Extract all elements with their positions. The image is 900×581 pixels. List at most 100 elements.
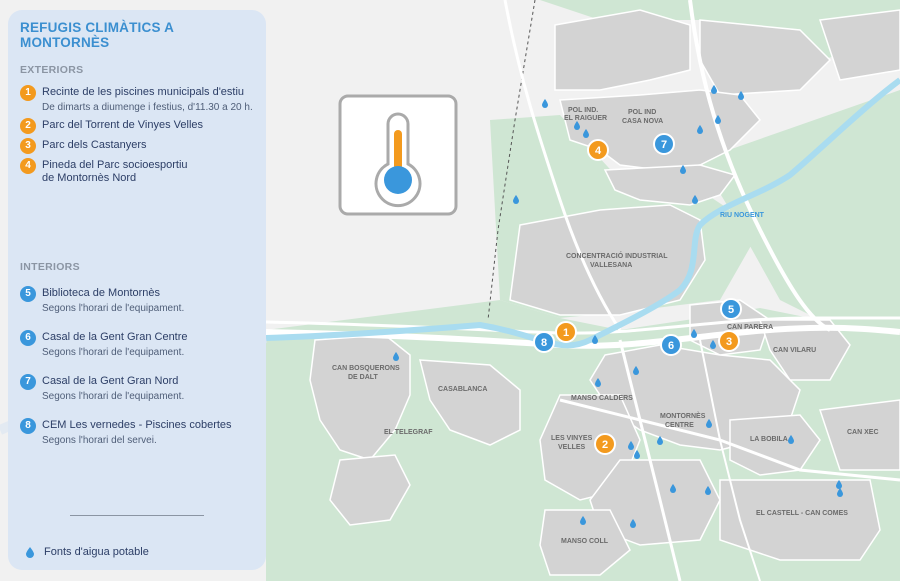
legend-item-interior-8: 8 CEM Les vernedes - Piscines cobertes S…: [20, 418, 254, 447]
legend-item-exterior-4: 4 Pineda del Parc socioesportiu de Monto…: [20, 158, 254, 185]
svg-text:CASA NOVA: CASA NOVA: [622, 118, 663, 125]
water-drop-icon: [542, 99, 548, 108]
water-fountains: [393, 85, 843, 528]
svg-text:LA BOBILA: LA BOBILA: [750, 436, 788, 443]
water-drop-icon: [788, 435, 794, 444]
water-drop-icon: [628, 441, 634, 450]
legend-item-interior-6: 6 Casal de la Gent Gran Centre Segons l'…: [20, 330, 254, 359]
svg-text:MANSO CALDERS: MANSO CALDERS: [571, 395, 633, 402]
refuge-marker-8[interactable]: 8: [533, 331, 555, 353]
svg-text:LES VINYES: LES VINYES: [551, 435, 593, 442]
legend-item-exterior-1: 1 Recinte de les piscines municipals d'e…: [20, 85, 254, 114]
water-drop-icon: [706, 419, 712, 428]
svg-text:POL IND: POL IND: [628, 109, 656, 116]
refuge-marker-6[interactable]: 6: [660, 334, 682, 356]
svg-text:CENTRE: CENTRE: [665, 422, 694, 429]
water-drop-icon: [710, 340, 716, 349]
water-drop-icon: [680, 165, 686, 174]
item-title: Recinte de les piscines municipals d'est…: [42, 86, 245, 98]
refuge-marker-number: 3: [726, 336, 732, 348]
water-drop-icon: [513, 195, 519, 204]
water-drop-icon: [836, 480, 842, 489]
water-drop-icon: [711, 85, 717, 94]
item-title-line2: de Montornès Nord: [42, 172, 137, 184]
item-title: Biblioteca de Montornès: [42, 287, 161, 299]
svg-text:MANSO COLL: MANSO COLL: [561, 538, 609, 545]
refuge-marker-number: 1: [563, 327, 569, 339]
water-drop-icon: [592, 335, 598, 344]
refuge-marker-4[interactable]: 4: [587, 139, 609, 161]
svg-text:MONTORNÈS: MONTORNÈS: [660, 411, 706, 420]
water-drop-icon: [715, 115, 721, 124]
svg-text:DE DALT: DE DALT: [348, 374, 379, 381]
refuge-marker-1[interactable]: 1: [555, 321, 577, 343]
fountain-legend-label: Fonts d'aigua potable: [44, 546, 149, 558]
refuge-markers: 1 2 3 4 5 6 7 8: [533, 133, 742, 455]
svg-text:VALLESANA: VALLESANA: [590, 262, 632, 269]
marker-number-8: 8: [20, 418, 36, 434]
municipal-boundary: [487, 0, 536, 321]
refuge-marker-number: 2: [602, 439, 608, 451]
refuge-marker-5[interactable]: 5: [720, 298, 742, 320]
svg-text:CONCENTRACIÓ INDUSTRIAL: CONCENTRACIÓ INDUSTRIAL: [566, 251, 668, 260]
legend-panel: REFUGIS CLIMÀTICS A MONTORNÈS EXTERIORS …: [8, 10, 266, 570]
refuge-marker-number: 5: [728, 304, 734, 316]
refuge-marker-2[interactable]: 2: [594, 433, 616, 455]
legend-divider: [70, 515, 204, 516]
refuge-marker-number: 8: [541, 337, 547, 349]
water-drop-icon: [705, 486, 711, 495]
svg-text:CAN BOSQUERONS: CAN BOSQUERONS: [332, 365, 400, 372]
water-drop-icon: [393, 352, 399, 361]
svg-text:VELLES: VELLES: [558, 444, 586, 451]
marker-number-5: 5: [20, 286, 36, 302]
water-drop-icon: [692, 195, 698, 204]
water-drop-icon: [837, 488, 843, 497]
item-title: Parc dels Castanyers: [42, 139, 147, 151]
item-title: Casal de la Gent Gran Nord: [42, 375, 179, 387]
refuge-marker-number: 4: [595, 145, 602, 157]
svg-text:CAN XEC: CAN XEC: [847, 429, 879, 436]
legend-item-interior-5: 5 Biblioteca de Montornès Segons l'horar…: [20, 286, 254, 315]
water-drop-icon: [580, 516, 586, 525]
refuge-marker-3[interactable]: 3: [718, 330, 740, 352]
svg-text:RIU NOGENT: RIU NOGENT: [720, 212, 765, 219]
item-subtitle: De dimarts a diumenge i festius, d'11.30…: [42, 102, 253, 113]
svg-text:EL TELEGRAF: EL TELEGRAF: [384, 429, 433, 436]
legend-item-exterior-3: 3 Parc dels Castanyers: [20, 138, 254, 154]
water-drop-icon: [691, 329, 697, 338]
refuge-marker-7[interactable]: 7: [653, 133, 675, 155]
item-subtitle: Segons l'horari de l'equipament.: [42, 391, 185, 402]
water-drop-icon: [670, 484, 676, 493]
urban-blocks: [309, 9, 900, 576]
marker-number-7: 7: [20, 374, 36, 390]
item-title: Parc del Torrent de Vinyes Velles: [42, 119, 204, 131]
water-drop-icon: [26, 546, 34, 558]
refuge-marker-number: 7: [661, 139, 667, 151]
fountain-legend: Fonts d'aigua potable: [26, 546, 149, 558]
svg-text:EL CASTELL - CAN COMES: EL CASTELL - CAN COMES: [756, 510, 848, 517]
legend-item-interior-7: 7 Casal de la Gent Gran Nord Segons l'ho…: [20, 374, 254, 403]
water-drop-icon: [657, 436, 663, 445]
marker-number-2: 2: [20, 118, 36, 134]
marker-number-1: 1: [20, 85, 36, 101]
svg-text:CAN PARERA: CAN PARERA: [727, 324, 773, 331]
water-drop-icon: [634, 450, 640, 459]
item-title: CEM Les vernedes - Piscines cobertes: [42, 419, 232, 431]
water-drop-icon: [574, 121, 580, 130]
item-subtitle: Segons l'horari del servei.: [42, 435, 157, 446]
refuge-marker-number: 6: [668, 340, 674, 352]
water-drop-icon: [633, 366, 639, 375]
marker-number-4: 4: [20, 158, 36, 174]
water-drop-icon: [630, 519, 636, 528]
interiors-heading: INTERIORS: [20, 261, 80, 273]
item-subtitle: Segons l'horari de l'equipament.: [42, 303, 185, 314]
thermometer-icon: [338, 94, 458, 216]
item-title: Pineda del Parc socioesportiu: [42, 159, 188, 171]
item-subtitle: Segons l'horari de l'equipament.: [42, 347, 185, 358]
legend-item-exterior-2: 2 Parc del Torrent de Vinyes Velles: [20, 118, 254, 134]
marker-number-3: 3: [20, 138, 36, 154]
map-labels: POL IND. EL RAIGUER POL IND CASA NOVA RI…: [332, 107, 879, 545]
water-drop-icon: [738, 91, 744, 100]
exteriors-heading: EXTERIORS: [20, 64, 84, 76]
